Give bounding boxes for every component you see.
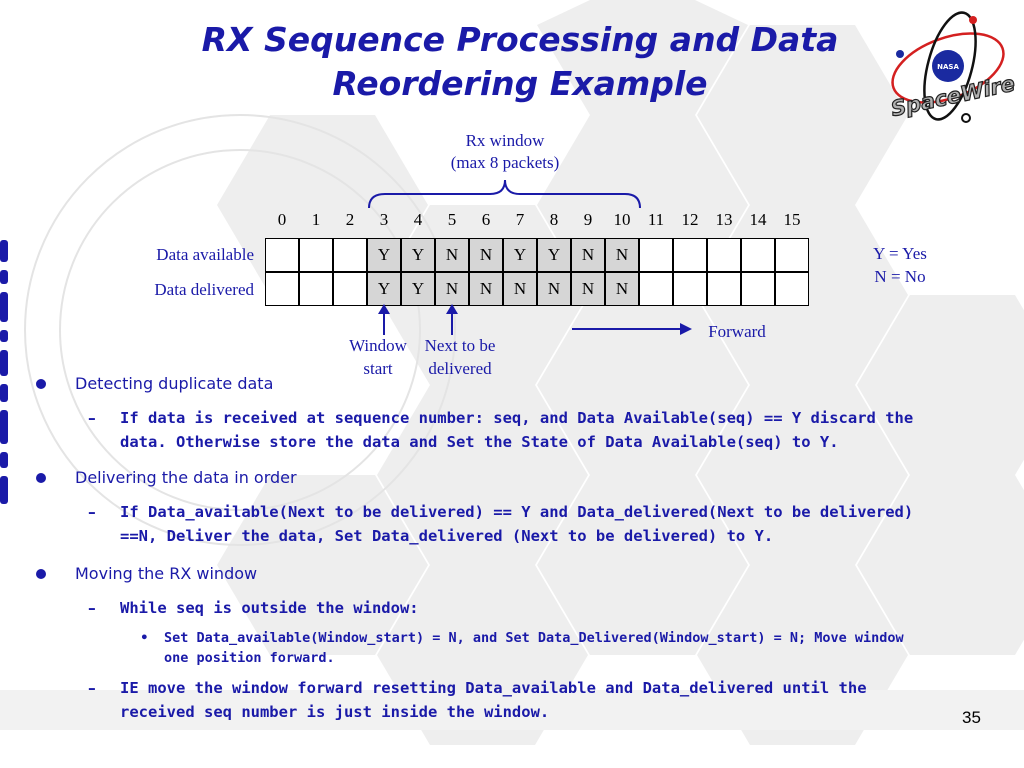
data-available-label: Data available [156,245,254,264]
grid-cell [639,238,673,272]
next-delivered-label: Next to be delivered [412,334,508,380]
bullet-delivering-text: Delivering the data in order [75,468,297,487]
grid-cell [333,238,367,272]
rx-window-label: Rx window (max 8 packets) [430,130,580,174]
window-start-label-line-1: Window [349,336,407,355]
sub-bullet-detecting-text: If data is received at sequence number: … [120,409,914,451]
grid-cell [707,238,741,272]
sequence-index: 2 [345,210,355,229]
title-line-2: Reordering Example [332,64,708,103]
grid-cell [639,272,673,306]
forward-label: Forward [708,322,766,341]
grid-cell: N [571,272,605,306]
grid-cell: N [605,238,639,272]
sequence-index: 15 [783,210,801,229]
grid-cell [265,238,299,272]
grid-cell: N [469,238,503,272]
grid-cell: Y [401,272,435,306]
sequence-index: 10 [613,210,631,229]
sub-sub-bullet-set-text: Set Data_available(Window_start) = N, an… [164,630,904,666]
sequence-index: 5 [447,210,457,229]
sequence-index: 7 [515,210,525,229]
grid-cell: N [435,238,469,272]
dash-marker: – [88,503,96,521]
spacewire-logo: NASA SpaceWire [888,11,1018,123]
grid-cell [673,238,707,272]
nasa-seal [932,50,964,82]
grid-cell: N [435,272,469,306]
sequence-index: 11 [647,210,665,229]
sequence-index: 13 [715,210,733,229]
sequence-index: 1 [311,210,321,229]
bullet-moving-text: Moving the RX window [75,564,258,583]
grid-cell [775,272,809,306]
rx-window-label-line-1: Rx window [465,131,545,150]
next-delivered-label-line-2: delivered [428,359,492,378]
bullet-dot [36,473,46,483]
grid-cell: Y [503,238,537,272]
grid-cell [333,272,367,306]
window-brace [368,179,641,209]
legend-no: N = No [874,267,926,286]
yes-no-legend: Y = Yes N = No [850,242,950,288]
data-delivered-label: Data delivered [154,280,254,299]
next-delivered-label-line-1: Next to be [424,336,496,355]
window-start-label: Window start [336,334,420,380]
grid-cell: N [537,272,571,306]
grid-cell: Y [367,272,401,306]
dash-marker: – [88,409,96,427]
grid-cell [741,272,775,306]
bullet-dot [36,379,46,389]
side-decoration [0,240,8,504]
sequence-index: 9 [583,210,593,229]
dash-marker: – [88,599,96,617]
sub-bullet-delivering-text: If Data_available(Next to be delivered) … [120,503,914,545]
grid-cell: Y [401,238,435,272]
sequence-index: 0 [277,210,287,229]
diagram-graphics [368,179,692,335]
legend-yes: Y = Yes [873,244,927,263]
grid-cell: N [605,272,639,306]
sequence-index: 4 [413,210,423,229]
grid-cell [707,272,741,306]
grid-cell: N [503,272,537,306]
grid-cell [775,238,809,272]
bullet-detecting-text: Detecting duplicate data [75,374,274,393]
rx-window-label-line-2: (max 8 packets) [450,153,560,172]
grid-cell: Y [537,238,571,272]
sub-bullet-marker: • [140,630,149,646]
page-number: 35 [962,708,981,727]
grid-cell [265,272,299,306]
sequence-index: 14 [749,210,767,229]
dash-marker: – [88,679,96,697]
grid-cell [299,238,333,272]
title-line-1: RX Sequence Processing and Data [201,20,839,59]
sub-bullet-ie-text: IE move the window forward resetting Dat… [120,679,867,721]
nasa-seal-text: NASA [937,63,959,71]
grid-cell: N [469,272,503,306]
grid-cell [673,272,707,306]
grid-cell [741,238,775,272]
sub-bullet-while-text: While seq is outside the window: [120,599,419,617]
sequence-index: 6 [481,210,491,229]
sequence-index: 8 [549,210,559,229]
grid-cell [299,272,333,306]
grid-cell: Y [367,238,401,272]
slide-title: RX Sequence Processing and Data Reorderi… [150,18,890,106]
sequence-index: 12 [681,210,699,229]
grid-cell: N [571,238,605,272]
sequence-index: 3 [379,210,389,229]
bullet-dot [36,569,46,579]
window-start-label-line-2: start [363,359,393,378]
